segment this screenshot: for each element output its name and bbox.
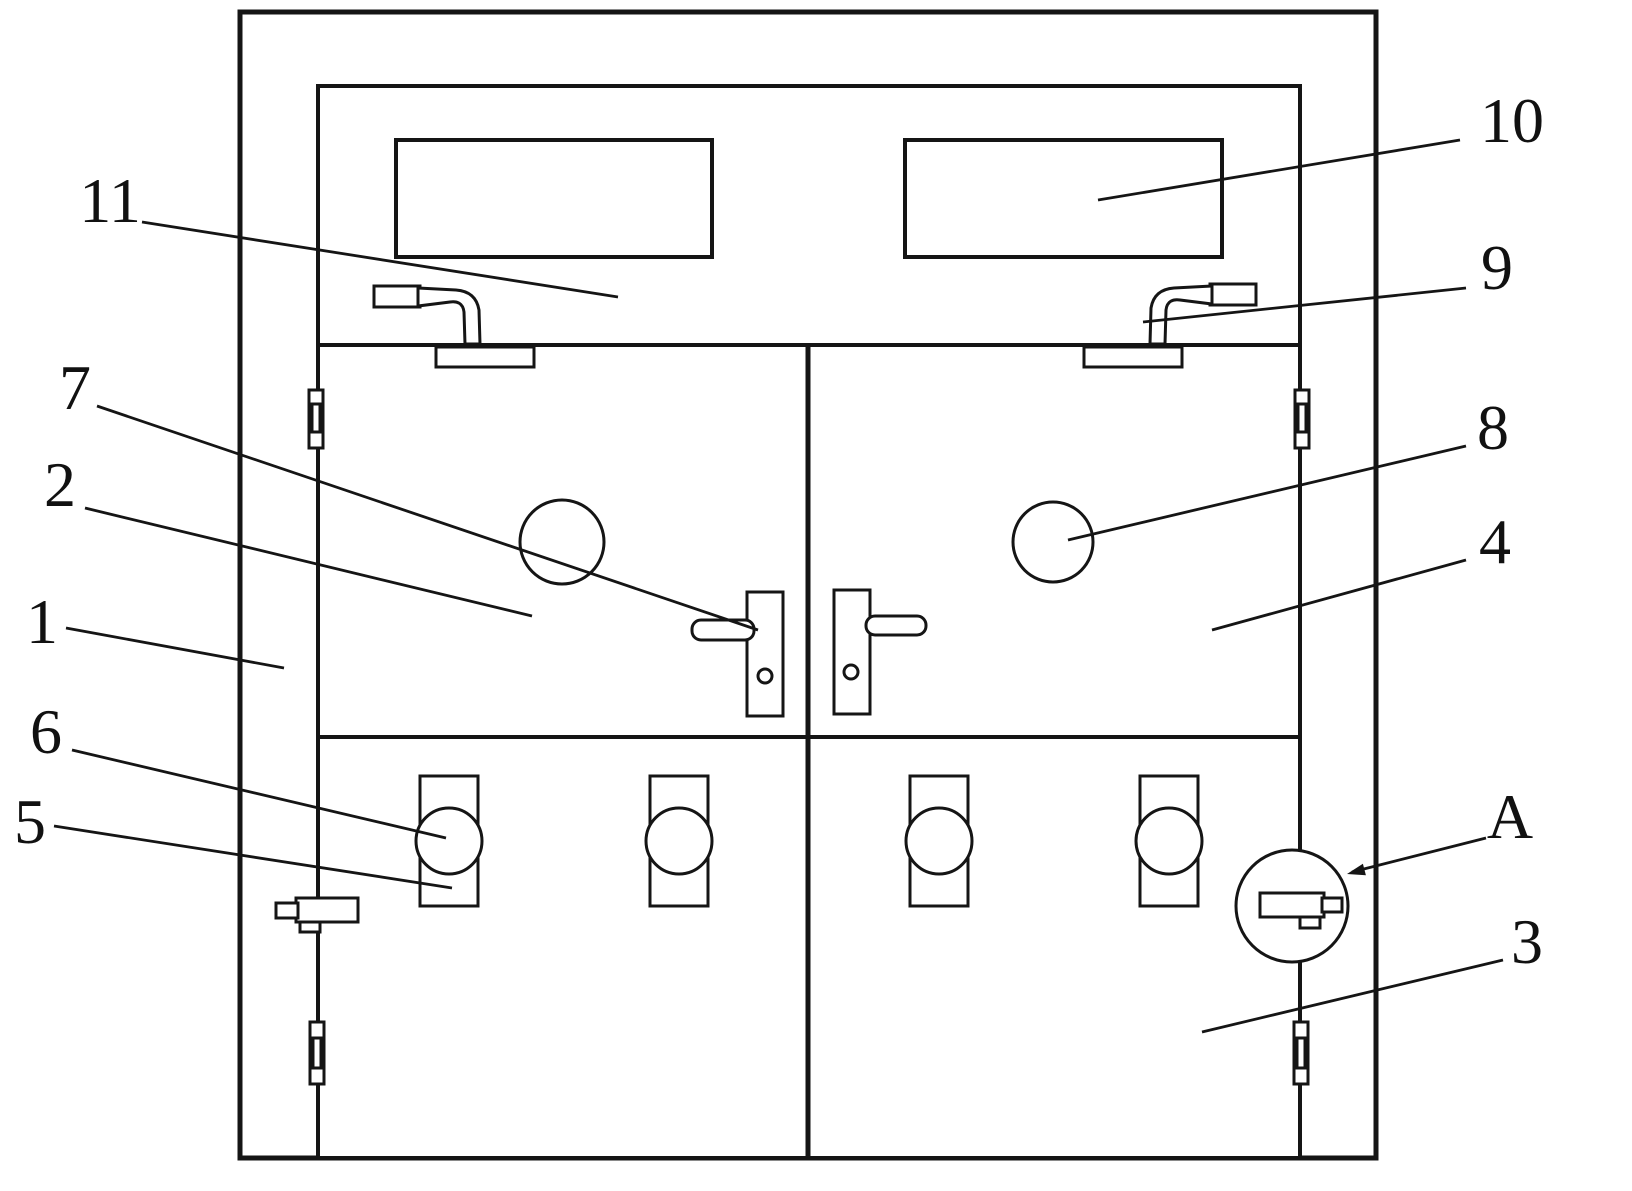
callout-2: 2 <box>44 449 76 520</box>
left-edge-bolt-group <box>274 896 360 934</box>
left-handle-group <box>690 590 785 718</box>
callout-9: 9 <box>1481 232 1513 303</box>
right-closer-body <box>1208 282 1258 307</box>
callout-6: 6 <box>30 696 62 767</box>
right-bottom-hinge-inner <box>1295 1036 1307 1070</box>
leader-4 <box>1211 558 1467 632</box>
left-bolt-tab <box>298 920 322 934</box>
transom-group <box>318 138 1300 347</box>
vent-knob-4 <box>1134 806 1204 876</box>
right-handle-group <box>832 588 928 716</box>
left-transom-window <box>394 138 714 259</box>
callout-7: 7 <box>59 352 91 423</box>
left-closer-arm <box>416 286 482 346</box>
right-top-hinge-inner <box>1296 402 1308 434</box>
callout-label-group: 10 11 9 7 2 1 8 4 6 5 A 3 <box>14 85 1544 977</box>
left-handle-lever <box>690 618 756 642</box>
right-keyhole <box>842 663 860 681</box>
vent-knob-2 <box>644 806 714 876</box>
left-bolt-body <box>294 896 360 924</box>
callout-8: 8 <box>1477 392 1509 463</box>
leader-9 <box>1142 286 1467 324</box>
leader-11 <box>141 220 619 299</box>
leader-2 <box>84 506 533 618</box>
left-keyhole <box>756 667 774 685</box>
vent-knob-1 <box>414 806 484 876</box>
vent-knob-3 <box>904 806 974 876</box>
callout-4: 4 <box>1479 506 1511 577</box>
callout-a: A <box>1487 781 1533 852</box>
leader-a <box>1351 836 1487 874</box>
detail-a-bolt-head <box>1320 896 1344 914</box>
left-peephole-circle <box>518 498 606 586</box>
hinge-group <box>307 388 1311 1086</box>
right-handle-plate <box>832 588 872 716</box>
leader-6 <box>71 748 447 840</box>
callout-5: 5 <box>14 786 46 857</box>
door-division-group <box>318 345 1300 1158</box>
right-door-closer <box>1082 282 1258 369</box>
left-bolt-head <box>274 901 300 920</box>
left-top-hinge-inner <box>310 402 322 434</box>
left-closer-bracket <box>434 345 536 369</box>
peephole-group <box>518 498 1095 586</box>
right-closer-bracket <box>1082 345 1184 369</box>
leader-5 <box>53 824 453 890</box>
bottom-vent-group <box>414 774 1204 908</box>
right-handle-lever <box>864 614 928 637</box>
right-peephole-circle <box>1011 500 1095 584</box>
callout-10: 10 <box>1480 85 1544 156</box>
callout-11: 11 <box>79 165 141 236</box>
left-bottom-hinge-inner <box>311 1036 323 1070</box>
leader-line-group <box>53 138 1504 1034</box>
leader-a-arrowhead <box>1347 863 1366 876</box>
callout-3: 3 <box>1511 906 1543 977</box>
left-handle-plate <box>745 590 785 718</box>
detail-a-bolt-body <box>1258 891 1326 919</box>
leader-7 <box>96 404 759 632</box>
right-transom-window <box>903 138 1224 259</box>
left-closer-body <box>372 284 422 309</box>
right-closer-arm <box>1148 284 1214 346</box>
left-door-closer <box>372 284 536 369</box>
callout-1: 1 <box>26 586 58 657</box>
leader-8 <box>1067 444 1467 542</box>
leader-1 <box>65 626 285 670</box>
leader-3 <box>1201 958 1504 1034</box>
detail-a-group <box>1234 848 1350 964</box>
leader-10 <box>1097 138 1461 202</box>
detail-a-bolt-tab <box>1298 915 1322 930</box>
